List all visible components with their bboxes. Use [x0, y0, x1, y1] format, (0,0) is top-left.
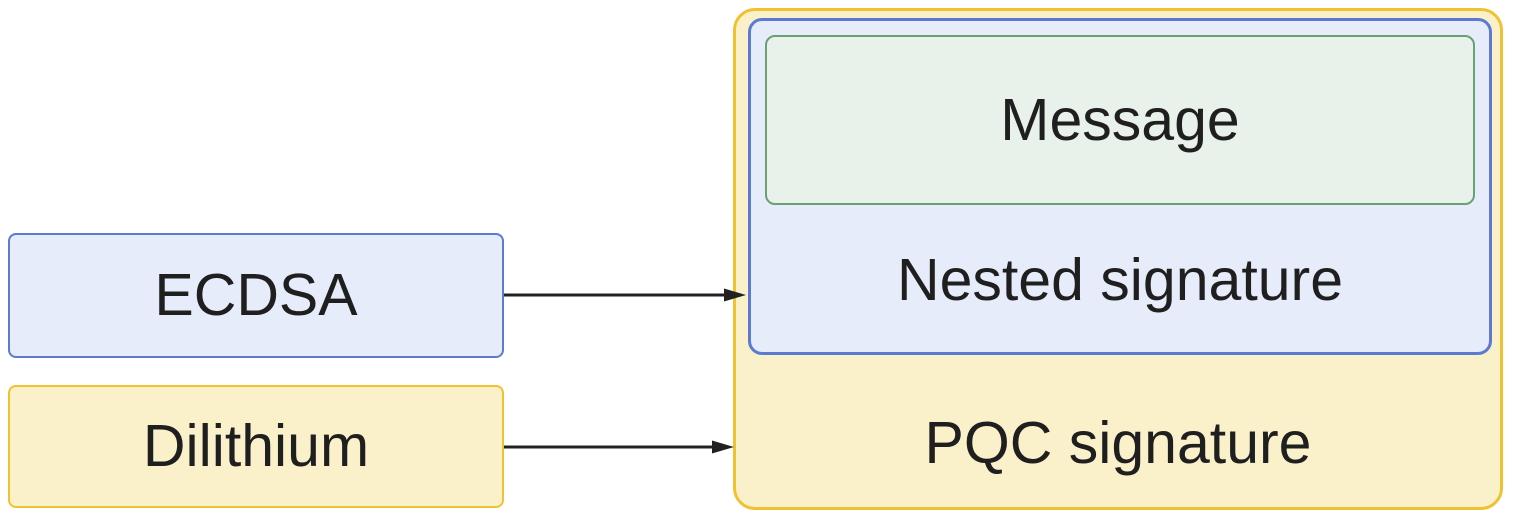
node-dilithium-label: Dilithium — [142, 413, 370, 480]
arrow-dilithium-to-pqc-signature-icon — [504, 440, 734, 454]
node-pqc-signature-label-region: PQC signature — [733, 355, 1503, 510]
node-dilithium: Dilithium — [8, 385, 504, 508]
node-message: Message — [765, 35, 1475, 205]
node-ecdsa: ECDSA — [8, 233, 504, 358]
node-ecdsa-label: ECDSA — [154, 262, 358, 329]
node-nested-signature-label-region: Nested signature — [748, 205, 1492, 355]
node-nested-signature-label: Nested signature — [896, 246, 1344, 313]
arrow-ecdsa-to-nested-signature-icon — [504, 288, 746, 302]
node-pqc-signature-label: PQC signature — [924, 410, 1312, 477]
node-message-label: Message — [1000, 86, 1240, 153]
